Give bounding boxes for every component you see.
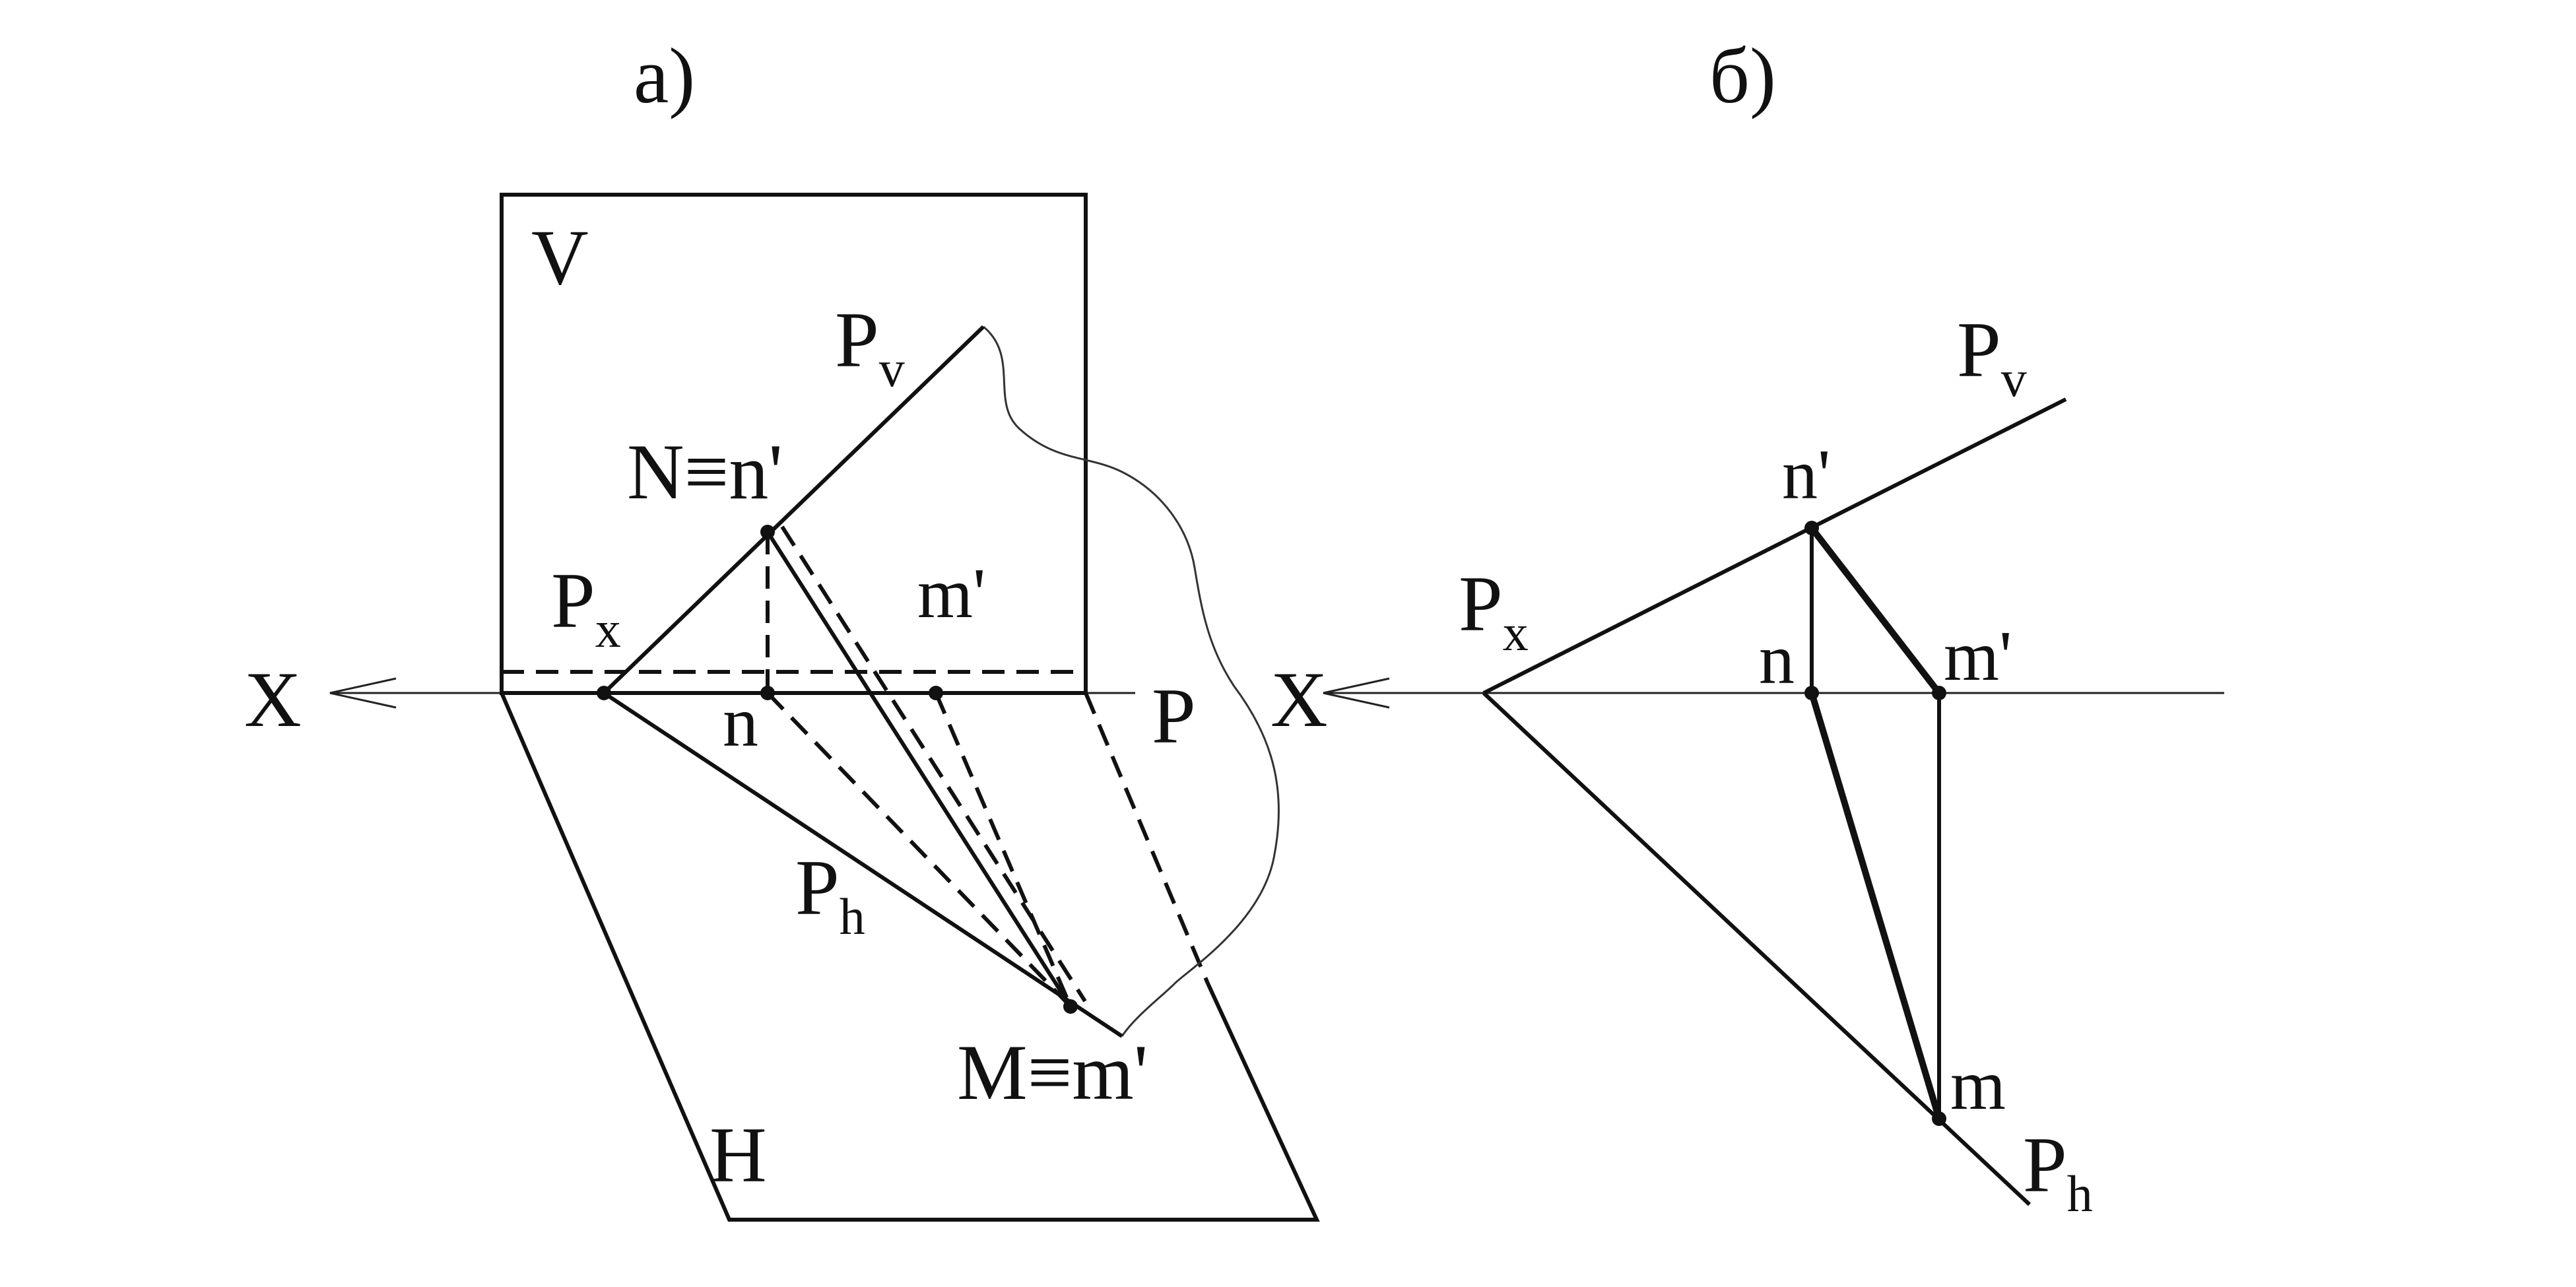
- dash-n-to-m: [780, 525, 1087, 1003]
- panel-a-x-arrow-icon: [329, 677, 397, 709]
- panel-b-x-arrow-icon: [1323, 677, 1390, 709]
- label-b-px: Px: [1459, 560, 1529, 661]
- point-m: [1063, 999, 1078, 1014]
- panel-b: б) X Pv Px Ph n' n m' m: [1271, 32, 2224, 1222]
- plane-p-label: P: [1152, 672, 1196, 760]
- label-m-prime-axis: m': [917, 554, 985, 633]
- point-n: [760, 686, 775, 700]
- label-n-axis: n: [723, 683, 758, 762]
- segment-n-m: [1808, 692, 1942, 1120]
- dash-nlow-to-m: [766, 691, 1073, 1008]
- plane-h-label: H: [710, 1111, 767, 1199]
- trace-pv: [602, 325, 985, 695]
- segment-nprime-mprime: [1809, 525, 1942, 696]
- trace-pv-label: Pv: [835, 296, 905, 397]
- trace-pv-b: [1482, 397, 2067, 695]
- panel-b-title: б): [1709, 32, 1776, 119]
- label-b-m: m: [1950, 1046, 2006, 1125]
- label-b-pv: Pv: [1957, 306, 2027, 407]
- label-n-prime: N≡n': [627, 428, 783, 515]
- point-n-prime: [760, 525, 775, 539]
- panel-a-title: а): [634, 32, 695, 119]
- trace-ph: [603, 691, 1123, 1038]
- trace-ph-label: Ph: [795, 843, 865, 945]
- point-m-prime: [929, 686, 943, 700]
- label-b-m-prime: m': [1944, 617, 2012, 696]
- dash-mprime-to-m: [934, 692, 1073, 1008]
- label-b-n: n: [1759, 620, 1795, 699]
- plane-v: [500, 193, 1088, 695]
- panel-a: а) X V H P Pv Ph Px: [244, 32, 1320, 1222]
- plane-h-hidden-edge: [1084, 692, 1210, 985]
- label-m: M≡m': [957, 1028, 1148, 1116]
- panel-a-x-label: X: [244, 655, 302, 743]
- label-b-n-prime: n': [1782, 436, 1830, 514]
- line-n-m: [766, 531, 1073, 1008]
- plane-p-boundary: [983, 325, 1280, 1037]
- plane-h: [500, 692, 1320, 1222]
- trace-ph-b: [1482, 691, 2031, 1206]
- label-b-ph: Ph: [2023, 1121, 2093, 1222]
- point-px: [597, 686, 611, 700]
- point-b-m: [1932, 1111, 1946, 1126]
- point-b-n-prime: [1804, 521, 1819, 535]
- point-b-n: [1804, 686, 1819, 700]
- plane-v-label: V: [531, 213, 589, 301]
- vanishing-point-px-label: Px: [551, 556, 621, 658]
- point-b-m-prime: [1932, 686, 1946, 700]
- panel-b-x-label: X: [1271, 655, 1328, 743]
